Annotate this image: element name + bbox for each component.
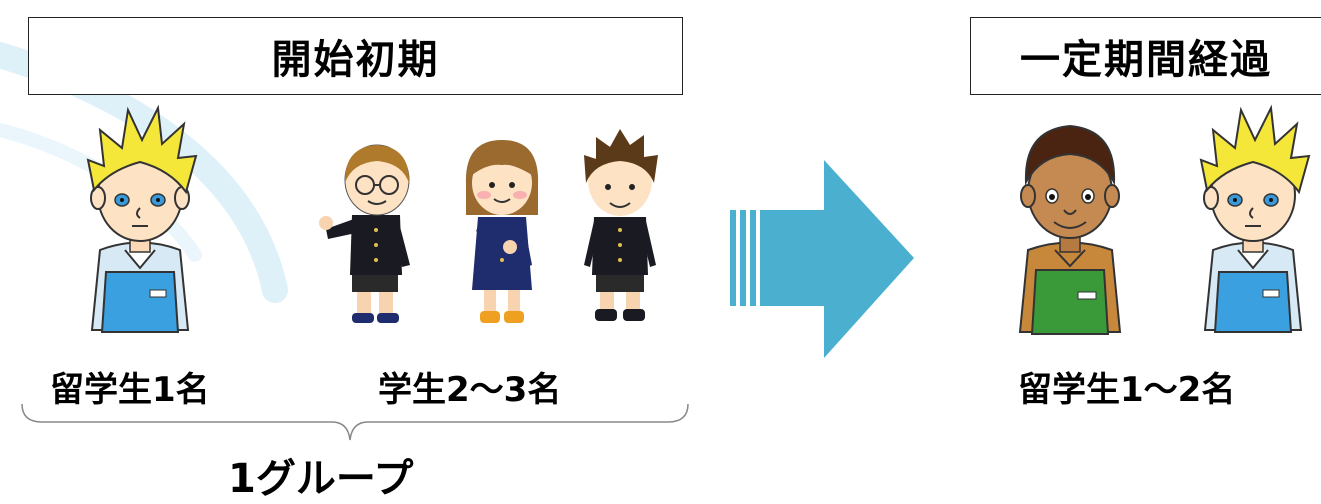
arrow-right-icon — [730, 160, 914, 358]
female-student-icon — [465, 140, 539, 323]
start-period-box: 開始初期 — [28, 17, 683, 95]
intl-student-later-count-label: 留学生1～2名 — [1018, 370, 1236, 410]
darkskin-intl-student-icon — [1018, 124, 1122, 335]
student-with-glasses-icon — [319, 144, 410, 323]
start-period-label: 開始初期 — [271, 37, 440, 83]
blonde-intl-student-icon — [86, 104, 198, 333]
student-count-label: 学生2～3名 — [378, 370, 562, 410]
later-period-box: 一定期間経過 — [970, 17, 1321, 95]
group-brace — [21, 403, 689, 441]
group-label: 1グループ — [228, 456, 414, 502]
male-student-icon — [584, 129, 658, 321]
intl-student-count-label: 留学生1名 — [50, 370, 210, 410]
blonde-intl-student-icon — [1199, 104, 1311, 333]
later-period-label: 一定期間経過 — [1020, 37, 1272, 83]
